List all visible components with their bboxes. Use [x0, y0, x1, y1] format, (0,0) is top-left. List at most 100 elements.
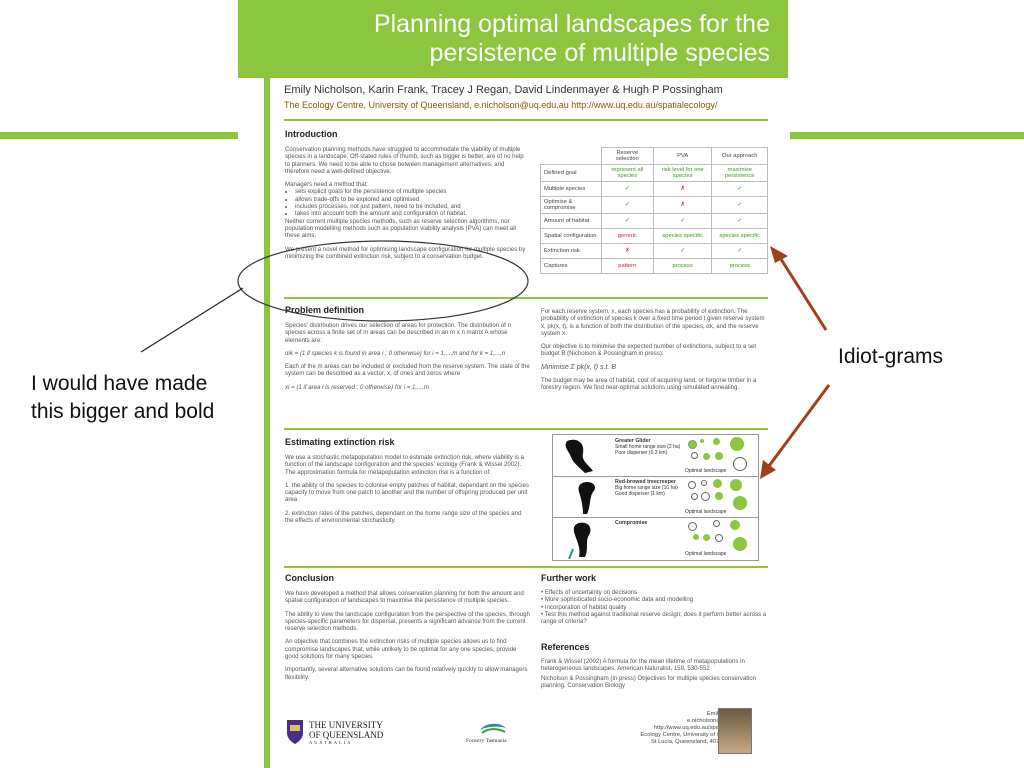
divider: [284, 566, 768, 568]
habitat-patch: [691, 452, 698, 459]
further-work-heading: Further work: [541, 573, 597, 583]
figure-row-glider: Greater Glider Small home range size (2 …: [553, 435, 758, 477]
habitat-patch: [713, 479, 722, 488]
problem-p2: Each of the m areas can be included or e…: [285, 363, 530, 378]
author-photo: [718, 708, 752, 754]
glider-silhouette-icon: [565, 439, 593, 473]
affiliation: The Ecology Centre, University of Queens…: [284, 100, 718, 110]
problem-p5: The budget may be area of habitat, cost …: [541, 377, 757, 392]
conclusion-p1: We have developed a method that allows c…: [285, 590, 524, 605]
title-line-2: persistence of multiple species: [429, 39, 770, 67]
equation-3: Minimise Σ pk(x, t) s.t. B: [541, 363, 616, 371]
intro-bullet: takes into account both the amount and c…: [295, 210, 530, 217]
contact-org: Ecology Centre, University of Queensland: [640, 732, 748, 738]
figure-row-compromise: Compromise Optimal landscape: [553, 517, 758, 559]
further-item: • Incorporation of habitat quality: [541, 603, 627, 611]
species-name: Compromise: [615, 520, 648, 526]
habitat-patch: [730, 437, 744, 451]
species-figure: Greater Glider Small home range size (2 …: [552, 434, 759, 561]
species-name: Greater Glider: [615, 438, 651, 444]
problem-p1: Species' distribution drives our selecti…: [285, 322, 511, 344]
landscape-caption: Optimal landscape: [685, 509, 727, 515]
contact-email: e.nicholson@uq.edu.au: [580, 718, 748, 725]
divider: [284, 297, 768, 299]
further-item-text: More sophisticated socio-economic data a…: [544, 596, 694, 604]
problem-heading: Problem definition: [285, 305, 365, 315]
habitat-patch: [730, 520, 740, 530]
table-header-row: Reserve selection PVA Our approach: [541, 147, 768, 165]
comparison-table: Reserve selection PVA Our approach Defin…: [540, 147, 768, 274]
further-item-text: Test this method against traditional res…: [541, 610, 767, 626]
habitat-patch: [700, 439, 704, 443]
contact-url: http://www.uq.edu.au/spatialecology/: [653, 725, 748, 731]
conclusion-p3: An objective that combines the extinctio…: [285, 638, 517, 661]
red-arrowhead-lower-icon: [760, 460, 776, 479]
habitat-patch: [693, 534, 699, 540]
extinction-p2: 1. the ability of the species to colonis…: [285, 481, 529, 504]
extinction-p1: We use a stochastic metapopulation model…: [285, 454, 525, 476]
habitat-patch: [701, 492, 710, 501]
compromise-label: Compromise: [615, 520, 647, 526]
habitat-patch: [688, 440, 697, 449]
intro-p4: We present a novel method for optimising…: [285, 245, 526, 260]
intro-bullet: allows trade-offs to be explored and opt…: [295, 196, 530, 203]
conclusion-text: We have developed a method that allows c…: [285, 590, 530, 687]
habitat-patch: [713, 520, 720, 527]
further-item: • Effects of uncertainty on decisions: [541, 589, 638, 596]
poster: [264, 0, 790, 768]
treecreeper-label: Red-browed treecreeper Big home range si…: [615, 479, 678, 497]
annotation-left-text: I would have made this bigger and bold: [31, 372, 215, 423]
uq-crest-icon: [287, 720, 303, 744]
table-row: Optimise & compromise ✓ ✗ ✓: [540, 196, 768, 214]
conclusion-p4: Importantly, several alternative solutio…: [285, 666, 528, 681]
forestry-tasmania-text: Forestry Tasmania: [466, 738, 507, 744]
habitat-patch: [715, 534, 723, 542]
red-arrow-lower: [764, 384, 831, 471]
further-item: • Test this method against traditional r…: [541, 610, 767, 626]
problem-p4: Our objective is to minimise the expecte…: [541, 343, 757, 358]
species-desc: Big home range size (10 ha): [615, 485, 678, 491]
intro-p3: Neither current multiple species methods…: [285, 217, 516, 240]
table-row: Captures pattern process process: [540, 258, 768, 274]
habitat-patch: [688, 481, 696, 489]
further-work-list: • Effects of uncertainty on decisions • …: [541, 589, 769, 625]
references-heading: References: [541, 642, 590, 652]
habitat-patch: [688, 522, 697, 531]
forestry-tasmania-logo-icon: [480, 723, 506, 734]
intro-heading: Introduction: [285, 129, 338, 139]
intro-text: Conservation planning methods have strug…: [285, 146, 530, 266]
divider: [284, 428, 768, 430]
habitat-patch: [691, 493, 698, 500]
pointer-line: [140, 287, 244, 353]
treecreeper-silhouette-icon: [578, 482, 595, 514]
habitat-patch: [733, 496, 747, 510]
contact-address: St Lucia, Queensland, 4072, Australia: [650, 739, 748, 745]
reference-2: Nicholson & Possingham (in press) Object…: [541, 674, 757, 689]
uq-line-1: THE UNIVERSITY: [309, 720, 383, 730]
references-text: Frank & Wissel (2002) A formula for the …: [541, 658, 769, 695]
intro-bullet: includes processes, not just pattern, ne…: [295, 203, 530, 210]
right-accent-bar: [788, 132, 1024, 139]
habitat-patch: [701, 480, 707, 486]
left-accent-bar: [0, 132, 238, 139]
habitat-patch: [730, 479, 742, 491]
problem-p3: For each reserve system, x, each species…: [541, 308, 765, 337]
species-desc: Poor disperser (0.3 km): [615, 450, 668, 456]
annotation-right-text: Idiot-grams: [838, 345, 944, 368]
species-desc: Good disperser (1 km): [615, 491, 665, 497]
problem-right-text: For each reserve system, x, each species…: [541, 308, 769, 398]
habitat-patch: [703, 453, 710, 460]
table-row: Defined goal represent all species risk …: [540, 164, 768, 182]
table-cell: process: [652, 258, 713, 274]
landscape-caption: Optimal landscape: [685, 551, 727, 557]
table-cell: risk level for one species: [652, 164, 713, 182]
intro-needs: Managers need a method that:: [285, 181, 530, 188]
habitat-patch: [733, 537, 747, 551]
species-desc: Small home range size (2 ha): [615, 444, 681, 450]
title-band: Planning optimal landscapes for the pers…: [238, 0, 788, 78]
intro-bullet: sets explicit goals for the persistence …: [295, 188, 530, 195]
equation-2: xi = {1 if area i is reserved ; 0 otherw…: [285, 383, 429, 391]
table-cell: process: [711, 258, 768, 274]
habitat-patch: [715, 452, 723, 460]
